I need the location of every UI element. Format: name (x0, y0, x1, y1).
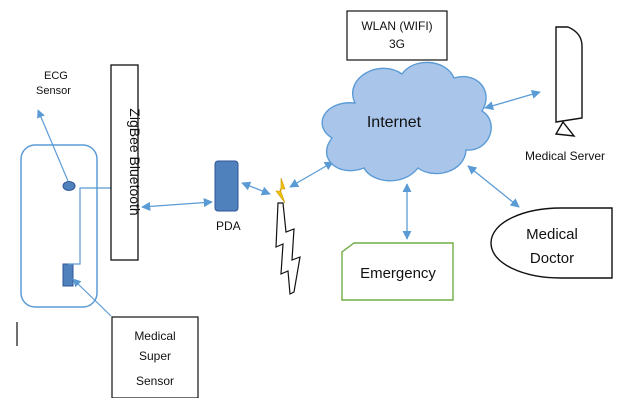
wireless-spark-icon (275, 177, 286, 204)
zigbee-bluetooth-label: ZigBee Bluetooth (127, 108, 143, 215)
internet-doctor-arrow (467, 165, 520, 208)
super-sensor-box (111, 316, 199, 399)
medical-doctor-label-line2: Doctor (530, 250, 574, 267)
wlan-label-line2: 3G (389, 37, 405, 51)
super-sensor-arrow (72, 278, 112, 317)
zigbee-bluetooth-box (110, 64, 139, 261)
medical-doctor-shape (490, 207, 613, 279)
wlan-box (346, 10, 448, 61)
emergency-label: Emergency (360, 265, 436, 282)
antenna-lightning-icon (275, 202, 301, 295)
pda-antenna-arrow (241, 181, 271, 196)
medical-server-stand (554, 120, 576, 137)
antenna-internet-arrow (289, 161, 334, 188)
ecg-sensor-label-line1: ECG (44, 70, 68, 82)
ecg-sensor-label-line2: Sensor (36, 85, 71, 97)
wlan-label-line1: WLAN (WIFI) (361, 19, 432, 33)
super-sensor-device (62, 263, 74, 287)
internet-label: Internet (367, 114, 422, 131)
medical-server-icon (555, 26, 583, 123)
super-sensor-label-line1: Medical (134, 329, 175, 343)
internet-server-arrow (484, 89, 541, 111)
body-sensor-enclosure (20, 144, 98, 308)
pda-device (214, 160, 239, 212)
sensor-wire (68, 187, 112, 265)
medical-doctor-label-line1: Medical (526, 226, 578, 243)
zigbee-pda-arrow (141, 198, 213, 211)
super-sensor-label-line3: Sensor (136, 374, 174, 388)
super-sensor-label-line2: Super (139, 349, 171, 363)
ecg-label-arrow (37, 109, 69, 182)
pda-label: PDA (216, 219, 241, 233)
medical-server-label: Medical Server (525, 149, 605, 163)
ecg-sensor-device (62, 181, 76, 191)
internet-cloud (321, 61, 492, 182)
emergency-box (341, 242, 454, 301)
